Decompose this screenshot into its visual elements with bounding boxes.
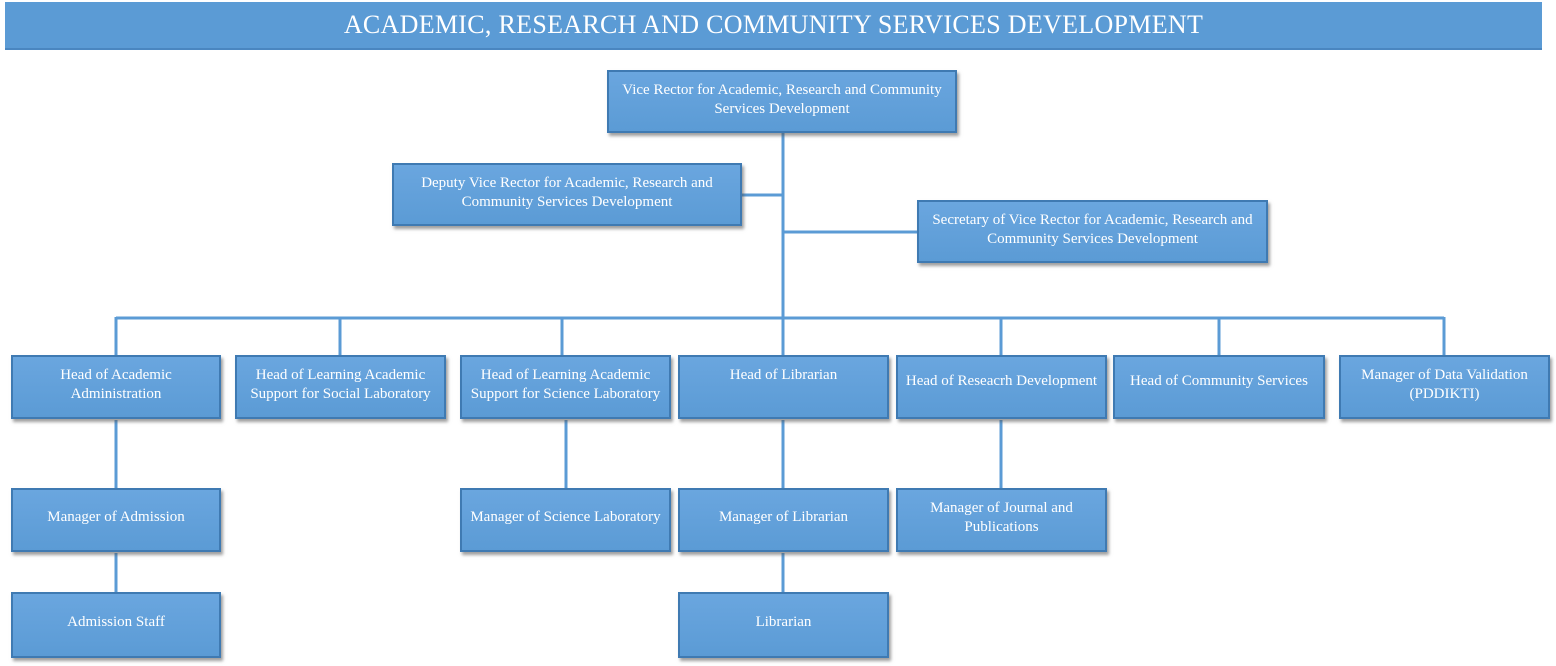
node-label: Deputy Vice Rector for Academic, Researc…	[421, 175, 713, 210]
node-manager-data-validation: Manager of Data Validation (PDDIKTI)	[1339, 355, 1550, 419]
node-manager-admission: Manager of Admission	[11, 488, 221, 552]
node-label: Manager of Data Validation (PDDIKTI)	[1361, 367, 1528, 402]
node-head-science-laboratory: Head of Learning Academic Support for Sc…	[460, 355, 671, 419]
node-label: Head of Learning Academic Support for So…	[250, 367, 431, 402]
node-head-librarian: Head of Librarian	[678, 355, 889, 419]
node-deputy-vice-rector: Deputy Vice Rector for Academic, Researc…	[392, 163, 742, 226]
node-head-social-laboratory: Head of Learning Academic Support for So…	[235, 355, 446, 419]
node-manager-librarian: Manager of Librarian	[678, 488, 889, 552]
node-manager-journal-publications: Manager of Journal and Publications	[896, 488, 1107, 552]
node-label: Manager of Admission	[47, 508, 185, 525]
node-manager-science-laboratory: Manager of Science Laboratory	[460, 488, 671, 552]
node-label: Manager of Journal and Publications	[930, 500, 1073, 535]
node-secretary: Secretary of Vice Rector for Academic, R…	[917, 200, 1268, 263]
node-label: Head of Community Services	[1130, 373, 1308, 389]
node-head-academic-administration: Head of Academic Administration	[11, 355, 221, 419]
node-vice-rector: Vice Rector for Academic, Research and C…	[607, 70, 957, 133]
node-label: Head of Academic Administration	[60, 367, 172, 402]
page-title: ACADEMIC, RESEARCH AND COMMUNITY SERVICE…	[5, 2, 1542, 50]
node-label: Vice Rector for Academic, Research and C…	[622, 82, 942, 117]
node-label: Head of Librarian	[729, 367, 838, 383]
node-librarian: Librarian	[678, 592, 889, 658]
node-head-community-services: Head of Community Services	[1113, 355, 1325, 419]
node-admission-staff: Admission Staff	[11, 592, 221, 658]
node-label: Secretary of Vice Rector for Academic, R…	[932, 212, 1253, 247]
node-label: Head of Learning Academic Support for Sc…	[470, 367, 661, 402]
node-label: Librarian	[755, 613, 812, 630]
node-label: Manager of Librarian	[718, 508, 849, 525]
node-head-research-development: Head of Reseacrh Development	[896, 355, 1107, 419]
node-label: Head of Reseacrh Development	[905, 373, 1098, 389]
node-label: Admission Staff	[67, 613, 165, 630]
node-label: Manager of Science Laboratory	[470, 508, 661, 525]
